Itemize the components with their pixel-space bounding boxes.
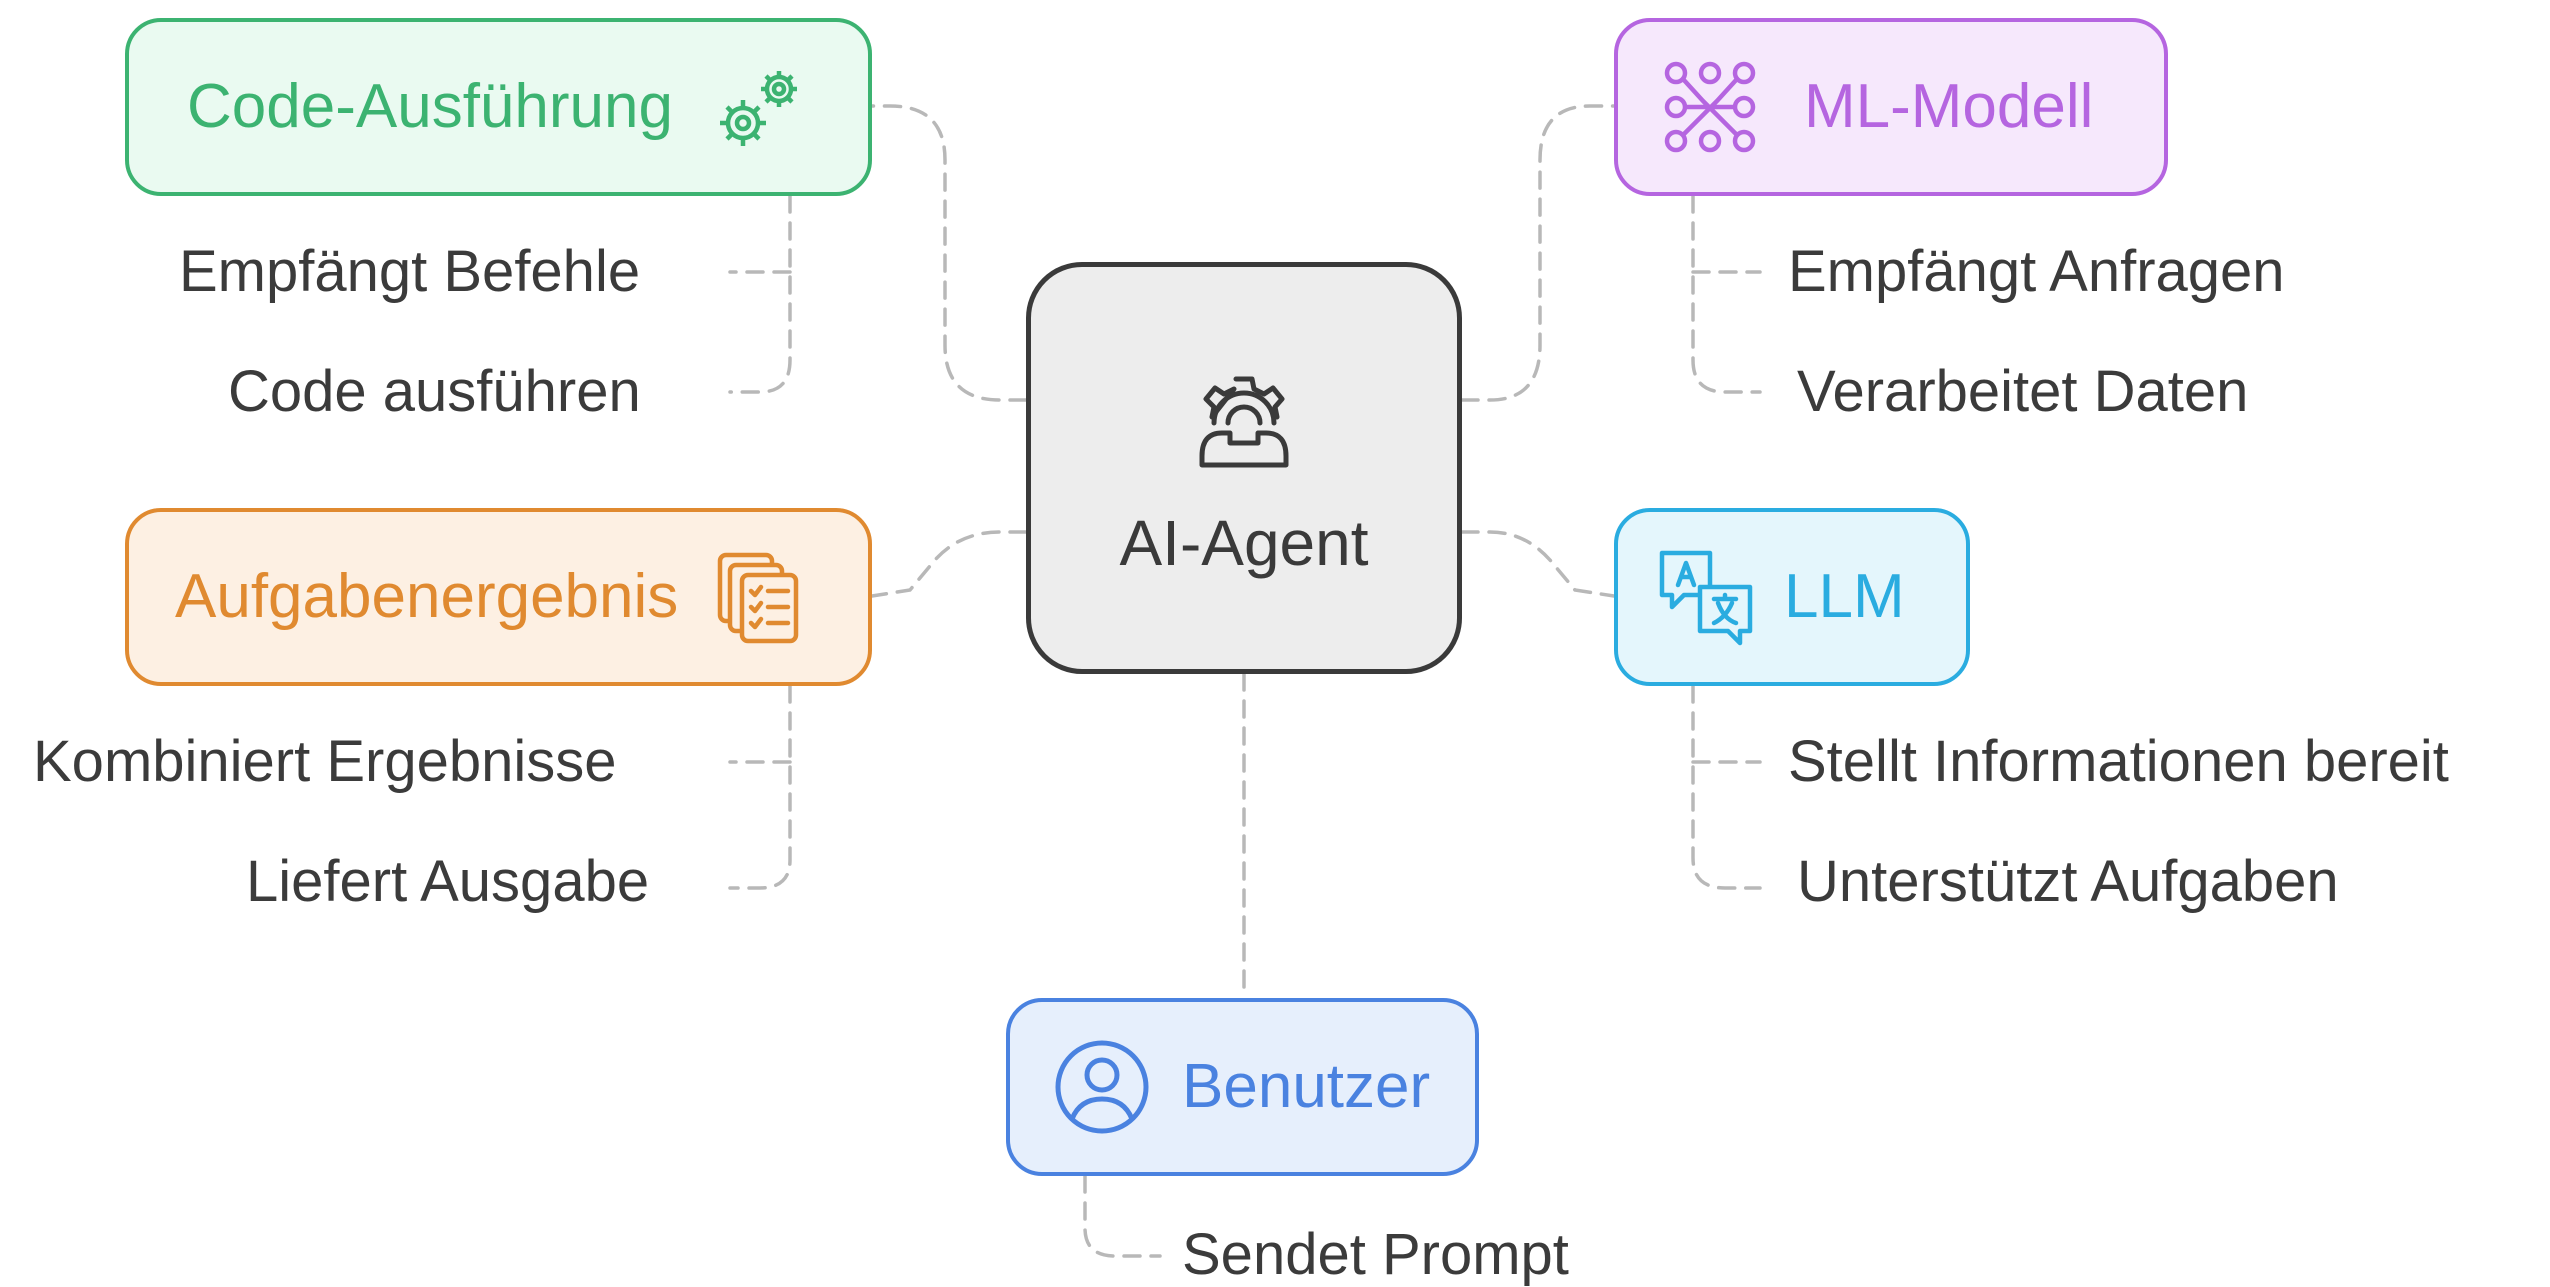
translate-icon xyxy=(1659,550,1753,646)
code-execution-label: Code-Ausführung xyxy=(187,72,673,141)
connector-agent-ml xyxy=(1460,104,1616,402)
gears-icon xyxy=(719,71,797,146)
code-item-receives-commands: Empfängt Befehle xyxy=(179,239,641,304)
user-label: Benutzer xyxy=(1182,1052,1431,1121)
result-item-combines-results: Kombiniert Ergebnisse xyxy=(33,729,617,794)
connector-agent-llm xyxy=(1460,530,1616,598)
connector-agent-result xyxy=(870,530,1028,598)
code-execution-node[interactable]: Code-Ausführung xyxy=(125,18,872,196)
connector-ml-items xyxy=(1691,194,1762,394)
user-node[interactable]: Benutzer xyxy=(1006,998,1479,1176)
llm-node[interactable]: LLM xyxy=(1614,508,1970,686)
connector-user-items xyxy=(1083,1174,1162,1258)
result-item-delivers-output: Liefert Ausgabe xyxy=(246,849,650,914)
agent-label: AI-Agent xyxy=(1119,507,1369,579)
code-item-execute-code: Code ausführen xyxy=(228,359,641,424)
user-icon xyxy=(1055,1040,1149,1134)
connector-agent-code xyxy=(870,104,1028,402)
connector-llm-items xyxy=(1691,684,1762,890)
user-item-sends-prompt: Sendet Prompt xyxy=(1182,1222,1569,1287)
connector-result-items xyxy=(728,684,792,890)
llm-item-provides-information: Stellt Informationen bereit xyxy=(1788,729,2449,794)
ml-item-receives-requests: Empfängt Anfragen xyxy=(1788,239,2285,304)
task-result-label: Aufgabenergebnis xyxy=(175,562,679,631)
llm-item-supports-tasks: Unterstützt Aufgaben xyxy=(1797,849,2339,914)
checklist-stack-icon xyxy=(718,552,799,644)
neural-network-icon xyxy=(1664,61,1756,153)
ml-model-label: ML-Modell xyxy=(1804,72,2094,141)
task-result-node[interactable]: Aufgabenergebnis xyxy=(125,508,872,686)
ml-model-node[interactable]: ML-Modell xyxy=(1614,18,2168,196)
ml-item-processes-data: Verarbeitet Daten xyxy=(1797,359,2249,424)
llm-label: LLM xyxy=(1784,562,1905,631)
agent-node[interactable]: AI-Agent xyxy=(1026,262,1462,674)
agent-gear-phone-icon xyxy=(1199,376,1289,468)
connector-code-items xyxy=(728,194,792,394)
